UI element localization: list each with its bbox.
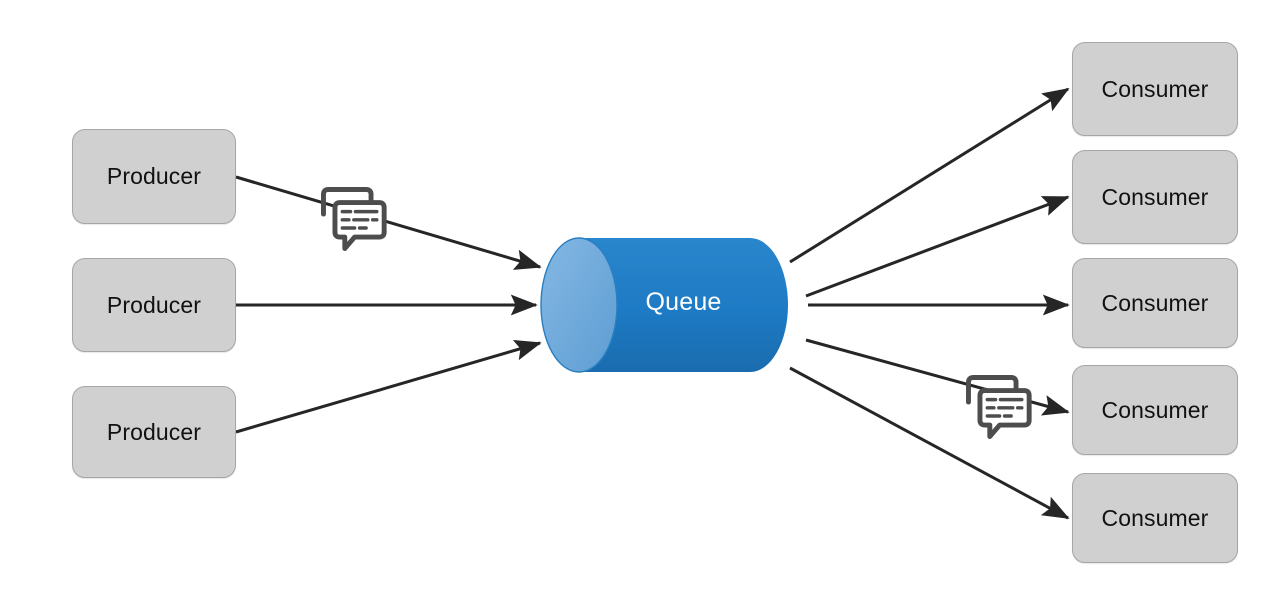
queue-to-consumer-arrows <box>789 87 1070 520</box>
producer-node-3[interactable]: Producer <box>72 386 236 478</box>
producer-label: Producer <box>106 291 202 318</box>
consumer-node-4[interactable]: Consumer <box>1072 365 1238 455</box>
consumer-label: Consumer <box>1101 75 1209 102</box>
producer-to-queue-arrows <box>235 175 542 434</box>
producer-to-queue-arrow-1 <box>235 175 542 270</box>
consumer-node-1[interactable]: Consumer <box>1072 42 1238 136</box>
message-bubbles-icon <box>321 187 387 251</box>
consumer-node-3[interactable]: Consumer <box>1072 258 1238 348</box>
consumer-label: Consumer <box>1101 183 1209 210</box>
producer-node-1[interactable]: Producer <box>72 129 236 224</box>
consumer-node-5[interactable]: Consumer <box>1072 473 1238 563</box>
consumer-label: Consumer <box>1101 289 1209 316</box>
queue-to-consumer-arrow-1 <box>789 87 1070 264</box>
consumer-node-2[interactable]: Consumer <box>1072 150 1238 244</box>
consumer-label: Consumer <box>1101 504 1209 531</box>
producer-to-queue-arrow-3 <box>235 340 542 434</box>
message-bubbles-icon <box>966 375 1032 439</box>
queue-to-consumer-arrow-5 <box>789 366 1070 520</box>
consumer-label: Consumer <box>1101 396 1209 423</box>
queue-to-consumer-arrow-2 <box>805 195 1070 298</box>
producer-node-2[interactable]: Producer <box>72 258 236 352</box>
queue-cylinder-cap <box>540 237 618 373</box>
producer-label: Producer <box>106 163 202 189</box>
queue-cylinder[interactable] <box>539 236 790 374</box>
producer-label: Producer <box>106 418 202 445</box>
